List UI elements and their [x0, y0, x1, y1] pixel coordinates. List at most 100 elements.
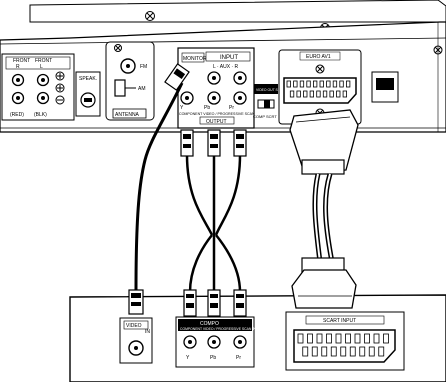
scart-pin: [383, 333, 389, 344]
tv-y-label: Y: [186, 355, 190, 361]
black-wire-label: (BLK): [34, 112, 47, 118]
rca-plug-icon: [164, 63, 190, 91]
tv-component-in: COMPO COMPONENT VIDEO / PROGRESSIVE SCAN…: [175, 316, 262, 368]
aux-right-jack[interactable]: [233, 71, 247, 85]
scart-pin: [309, 90, 315, 98]
tv-video-in-label: IN: [145, 329, 150, 335]
speaker-caption: SPEAK.: [79, 76, 97, 82]
scart-pin: [289, 90, 295, 98]
scart-pin: [316, 333, 323, 344]
tv-rear-panel: VIDEO IN COMPO COMPONENT VIDEO / PROGRES…: [69, 294, 446, 383]
scart-pin: [345, 333, 351, 344]
tv-pr-label: Pr: [236, 355, 241, 361]
am-antenna-jack[interactable]: [114, 79, 126, 97]
scart-pin: [364, 333, 370, 344]
y-label: Y: [180, 105, 184, 111]
speaker-terminal-post[interactable]: [11, 91, 25, 105]
scart-pin: [297, 333, 304, 344]
aux-left-jack[interactable]: [207, 71, 221, 85]
scart-pin: [306, 80, 311, 88]
rca-plug-icon: [180, 129, 194, 157]
scart-cable: [289, 109, 359, 309]
fm-antenna-jack[interactable]: [120, 58, 136, 74]
scart-pin: [319, 80, 324, 88]
scart-pin: [299, 80, 305, 88]
screw-icon: [145, 11, 155, 21]
scart-pin: [307, 333, 313, 344]
digital-output-port[interactable]: [371, 71, 399, 103]
screw-icon: [114, 44, 122, 52]
component-video-label: COMPONENT VIDEO / PROGRESSIVE SCAN: [179, 112, 255, 116]
scart-pin: [326, 333, 332, 344]
video-cable: [128, 63, 190, 315]
tv-component-y-jack[interactable]: [183, 335, 197, 349]
scart-pin: [322, 90, 328, 98]
selector-title: VIDEO OUT SELECTOR: [256, 88, 294, 92]
scart-pin: [373, 333, 380, 344]
pb-label: Pb: [204, 105, 210, 111]
plus-icon: [55, 83, 65, 93]
scart-pin: [302, 346, 309, 357]
scart-pin: [336, 90, 341, 98]
scart-pin: [293, 80, 298, 88]
scart-pin: [316, 90, 321, 98]
scart-pin: [330, 346, 337, 357]
euro-av-block: EURO AV1: [278, 49, 362, 125]
front-left-mark: R: [16, 64, 20, 70]
rca-plug-icon: [207, 289, 221, 317]
tv-video-in-jack[interactable]: [128, 340, 144, 356]
scart-pin: [321, 346, 328, 357]
scart-pin: [311, 346, 318, 357]
front-right-label: FRONT: [35, 58, 52, 64]
rca-plug-icon: [233, 129, 247, 157]
input-label: INPUT: [220, 55, 238, 61]
rca-plug-icon: [183, 289, 197, 317]
output-label: OUTPUT: [206, 119, 227, 125]
component-y-jack[interactable]: [180, 91, 194, 105]
selector-switch[interactable]: [257, 99, 275, 109]
scart-pin: [368, 346, 375, 357]
selector-left-option: COMP: [253, 114, 265, 119]
rca-plug-icon: [207, 129, 221, 157]
video-output-block: MONITOR INPUT L · AUX · R Y Pb Pr COMPON…: [177, 47, 255, 129]
scart-pin: [359, 346, 366, 357]
tv-scart-socket[interactable]: [293, 329, 396, 363]
scart-pin: [349, 346, 356, 357]
speaker-terminal-post[interactable]: [11, 73, 25, 87]
front-left-label: FRONT: [13, 58, 30, 64]
scart-pin: [342, 90, 348, 98]
tv-pb-label: Pb: [210, 355, 216, 361]
speaker-switch-box: SPEAK.: [75, 71, 101, 117]
cables: [128, 63, 359, 317]
tv-component-label: COMPONENT VIDEO / PROGRESSIVE SCAN INPUT: [180, 327, 262, 331]
scart-pin: [332, 80, 338, 88]
tv-scart-in: SCART INPUT: [285, 311, 405, 371]
antenna-block: FM AM ANTENNA: [105, 41, 155, 121]
tv-component-pr-jack[interactable]: [233, 335, 247, 349]
scart-pin: [303, 90, 308, 98]
screw-icon: [315, 64, 325, 74]
tv-video-in: VIDEO IN: [119, 317, 153, 364]
plus-icon: [55, 71, 65, 81]
scart-pin: [312, 80, 318, 88]
aux-label: L · AUX · R: [213, 64, 238, 70]
scart-pin: [335, 333, 342, 344]
tv-video-sub-label: VIDEO: [126, 323, 142, 329]
tv-component-pb-jack[interactable]: [207, 335, 221, 349]
euro-av-label: EURO AV1: [306, 54, 331, 60]
rca-plug-icon: [128, 289, 144, 315]
scart-input-label: SCART INPUT: [323, 318, 356, 324]
speaker-terminal-post[interactable]: [36, 73, 50, 87]
component-pr-jack[interactable]: [233, 91, 247, 105]
front-right-mark: L: [40, 64, 43, 70]
component-cable: [180, 129, 247, 317]
scart-socket[interactable]: [283, 77, 357, 104]
switch-knob[interactable]: [80, 92, 96, 108]
component-pb-jack[interactable]: [207, 91, 221, 105]
video-out-selector: VIDEO OUT SELECTOR COMP SCRT: [253, 84, 294, 119]
scart-pin: [326, 80, 331, 88]
fm-label: FM: [140, 64, 147, 70]
speaker-terminal-post[interactable]: [36, 91, 50, 105]
minus-icon: [55, 95, 65, 105]
